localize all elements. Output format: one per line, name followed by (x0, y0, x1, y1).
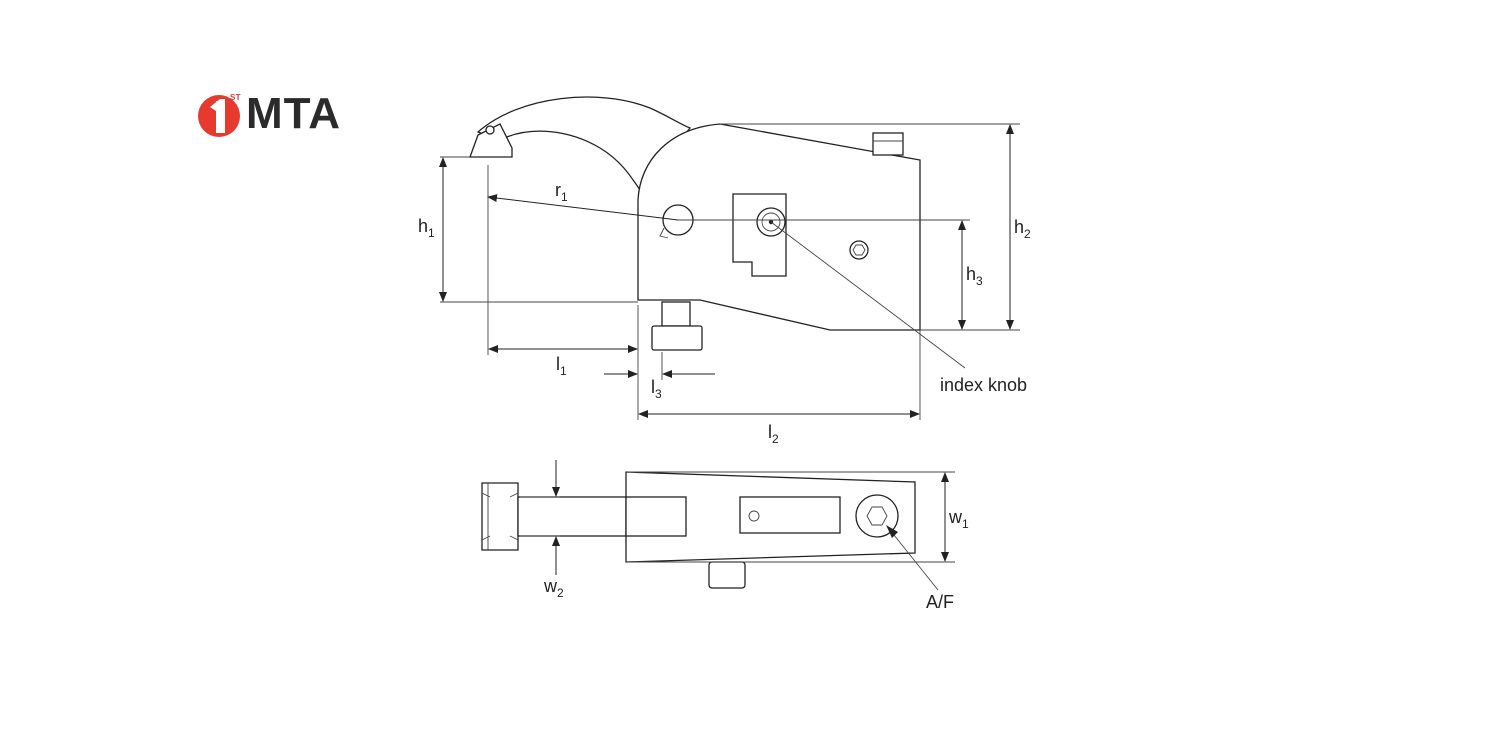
top-stud (708, 561, 746, 589)
bottom-stud-head (651, 325, 703, 351)
top-arm-overlap (625, 496, 687, 537)
bottom-stud-neck (661, 301, 691, 327)
r1-line (487, 194, 679, 221)
hook-arm (476, 96, 692, 192)
label-h3: h3 (966, 264, 983, 288)
label-l1: l1 (556, 354, 567, 378)
logo-superscript: ST (230, 93, 241, 102)
hook-pin (485, 125, 495, 135)
index-knob-leader (770, 221, 966, 369)
label-l3: l3 (651, 377, 662, 401)
side-view: r1 h1 h2 h3 l1 l3 l2 index knob (418, 96, 1031, 446)
label-l2: l2 (768, 422, 779, 446)
top-view: w1 w2 A/F (481, 460, 969, 612)
mta-logo: ST MTA (196, 89, 386, 139)
top-knob (872, 132, 904, 156)
pad-end (481, 482, 519, 551)
label-h2: h2 (1014, 217, 1031, 241)
body-hex-bolt (849, 240, 869, 260)
logo-wordmark: MTA (246, 89, 342, 138)
label-r1: r1 (555, 180, 568, 204)
hook-pad (469, 123, 513, 158)
af-hex-icon (866, 506, 888, 526)
label-h1: h1 (418, 216, 435, 240)
label-index-knob: index knob (940, 375, 1027, 395)
label-af: A/F (926, 592, 954, 612)
af-leader (889, 529, 939, 591)
logo-one-mark (198, 95, 240, 137)
label-w1: w1 (948, 507, 969, 531)
label-w2: w2 (543, 576, 564, 600)
top-slot (739, 496, 841, 534)
